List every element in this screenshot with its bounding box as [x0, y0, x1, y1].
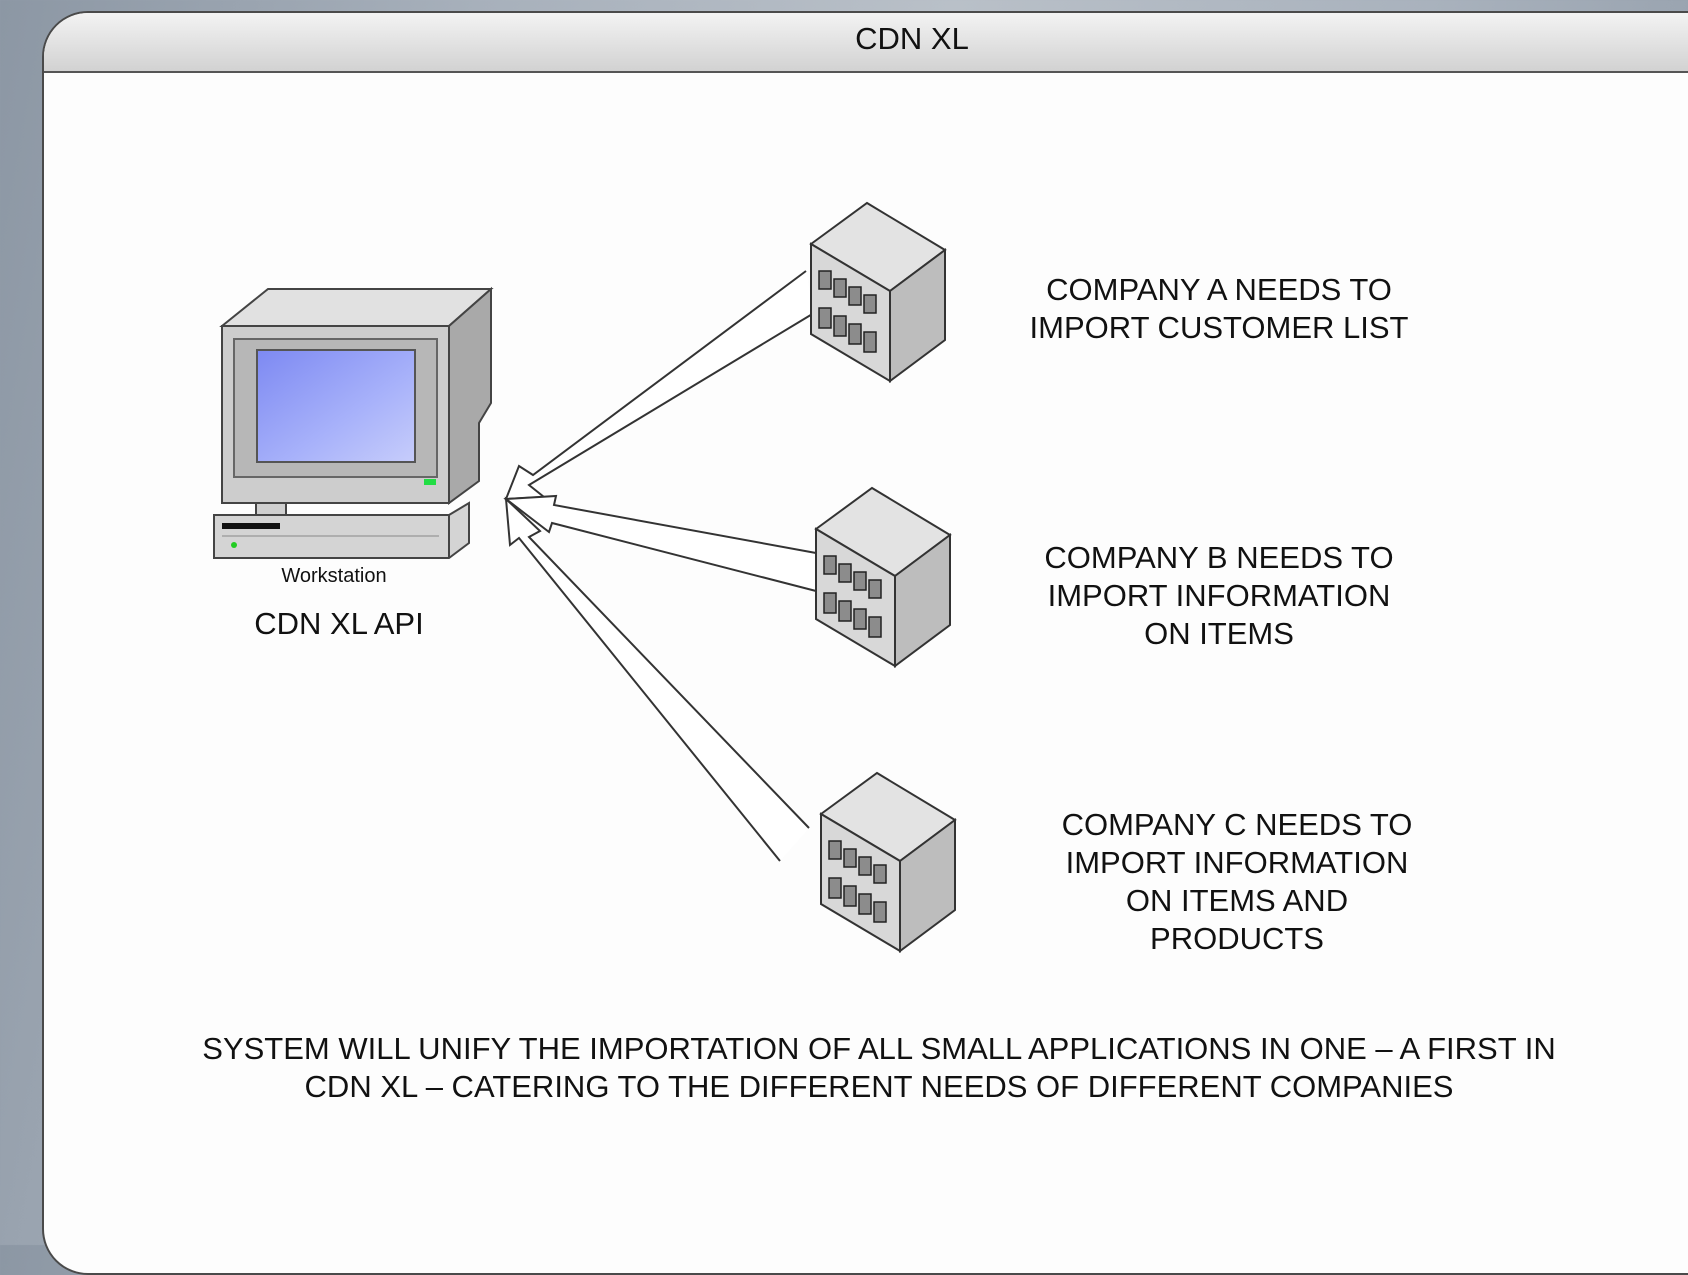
- company-c-line: COMPANY C NEEDS TO: [1061, 807, 1413, 842]
- footer-line: SYSTEM WILL UNIFY THE IMPORTATION OF ALL…: [202, 1031, 1556, 1066]
- building-icon-company-b: [814, 486, 952, 668]
- company-a-label: COMPANY A NEEDS TO IMPORT CUSTOMER LIST: [1004, 271, 1434, 347]
- arrow-company-a: [504, 270, 815, 501]
- diagram-canvas: Workstation: [213, 201, 957, 953]
- footer-statement: SYSTEM WILL UNIFY THE IMPORTATION OF ALL…: [139, 1030, 1619, 1106]
- company-b-line: IMPORT INFORMATION: [1047, 578, 1391, 613]
- building-icon-company-c: [819, 771, 957, 953]
- footer-line: CDN XL – CATERING TO THE DIFFERENT NEEDS…: [304, 1069, 1454, 1104]
- company-c-line: IMPORT INFORMATION: [1065, 845, 1409, 880]
- workstation-icon: [213, 286, 494, 559]
- title-bar: CDN XL: [44, 13, 1688, 73]
- company-a-line: IMPORT CUSTOMER LIST: [1029, 310, 1409, 345]
- company-c-line: ON ITEMS AND: [1125, 883, 1349, 918]
- workstation-label: CDN XL API: [254, 606, 424, 641]
- diagram-frame: CDN XL: [42, 11, 1688, 1275]
- company-a-line: COMPANY A NEEDS TO: [1046, 272, 1392, 307]
- company-b-label: COMPANY B NEEDS TO IMPORT INFORMATION ON…: [1004, 539, 1434, 653]
- company-c-line: PRODUCTS: [1150, 921, 1324, 956]
- arrow-company-c: [504, 496, 810, 862]
- window-title: CDN XL: [855, 21, 969, 56]
- company-b-line: COMPANY B NEEDS TO: [1044, 540, 1394, 575]
- company-b-line: ON ITEMS: [1144, 616, 1294, 651]
- company-c-label: COMPANY C NEEDS TO IMPORT INFORMATION ON…: [1022, 806, 1452, 958]
- building-icon-company-a: [809, 201, 947, 383]
- workstation-caption: Workstation: [281, 565, 386, 587]
